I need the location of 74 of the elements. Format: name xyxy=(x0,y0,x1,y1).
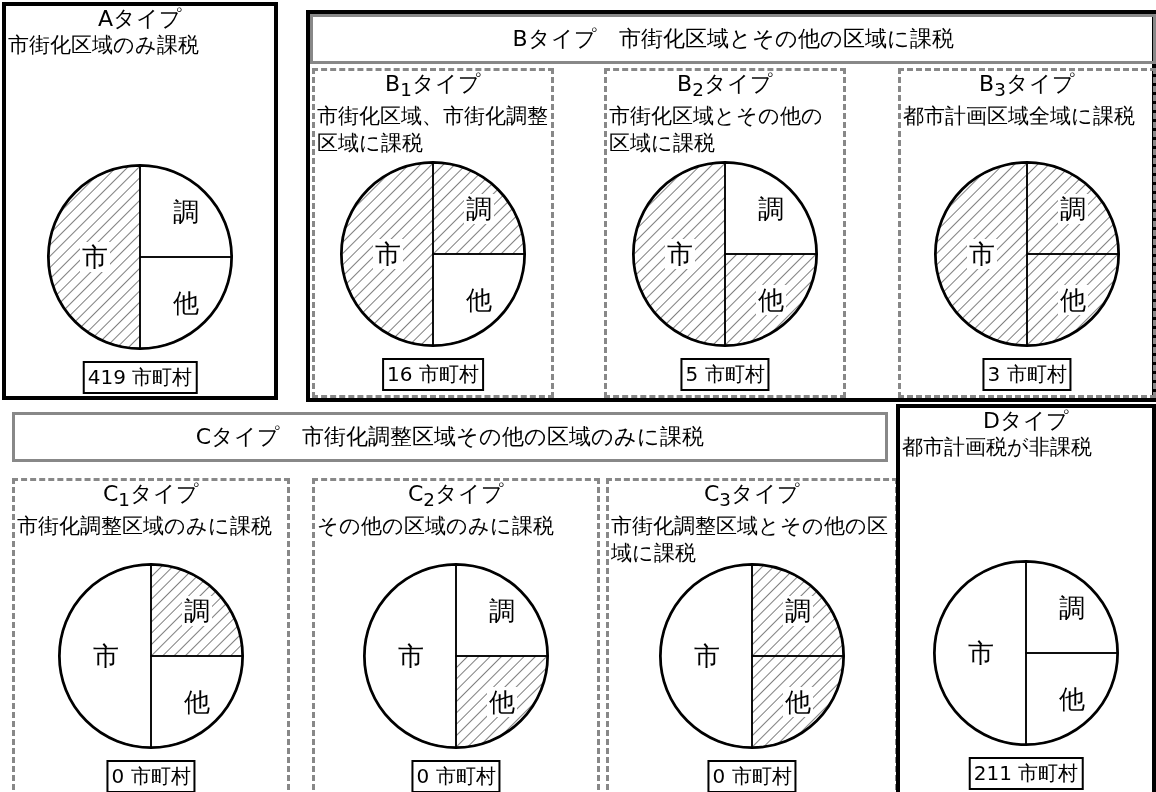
type-heading: C$_{2}$タイプ xyxy=(406,481,505,513)
pie-sector xyxy=(1026,562,1117,653)
description-text: 市街化区域とその他の区域に課税 xyxy=(609,103,824,158)
sector-label: 市 xyxy=(372,239,403,269)
panel-frame xyxy=(604,68,846,398)
count-label: 0 市町村 xyxy=(106,760,196,792)
hatched-sector xyxy=(456,656,547,747)
description-text: 市街化区域のみ課税 xyxy=(8,32,200,59)
count-label: 0 市町村 xyxy=(707,760,797,792)
pie-circle xyxy=(363,563,549,749)
hatched-sector xyxy=(752,565,843,656)
hatched-sector xyxy=(49,166,140,348)
pie-circle xyxy=(340,161,526,347)
hatched-sector xyxy=(342,163,433,345)
description-text: その他の区域のみに課税 xyxy=(317,513,555,541)
sector-label: 調 xyxy=(170,196,201,227)
sector-label: 調 xyxy=(486,595,517,626)
header-bar: Cタイプ 市街化調整区域その他の区域のみに課税 xyxy=(12,412,888,462)
panel-frame xyxy=(306,10,1156,402)
hatched-sector xyxy=(151,565,242,656)
pie-circle xyxy=(58,563,244,749)
hatched-sector xyxy=(1027,254,1118,345)
sector-label: 調 xyxy=(1056,592,1087,623)
count-label: 419 市町村 xyxy=(82,361,198,394)
hatched-sector xyxy=(752,656,843,747)
sector-label: 市 xyxy=(691,641,722,671)
sector-label: 市 xyxy=(90,641,121,671)
type-heading: Dタイプ xyxy=(982,408,1070,434)
sector-label: 調 xyxy=(755,193,786,224)
hatched-sector xyxy=(433,163,524,254)
pie-circle xyxy=(933,560,1119,746)
panel-frame xyxy=(12,478,290,792)
description-text: 市街化調整区域のみに課税 xyxy=(17,513,273,541)
hatched-sector xyxy=(725,254,816,345)
sector-label: 市 xyxy=(966,239,997,269)
pie-sector xyxy=(433,254,524,345)
pie-sector xyxy=(935,562,1026,744)
type-heading: B$_{1}$タイプ xyxy=(384,71,482,103)
type-heading: C$_{1}$タイプ xyxy=(101,481,200,513)
pie-sector xyxy=(1026,653,1117,744)
sector-label: 市 xyxy=(79,242,110,272)
count-label: 16 市町村 xyxy=(382,358,484,391)
pie-circle xyxy=(934,161,1120,347)
type-heading: B$_{2}$タイプ xyxy=(676,71,774,103)
count-label: 211 市町村 xyxy=(968,757,1084,790)
sector-label: 市 xyxy=(395,641,426,671)
pie-circle xyxy=(632,161,818,347)
panel-frame xyxy=(606,478,898,792)
type-heading: B$_{3}$タイプ xyxy=(978,71,1076,103)
description-text: 市街化区域、市街化調整区域に課税 xyxy=(317,103,549,158)
description-text: 市街化調整区域とその他の区域に課税 xyxy=(611,513,889,568)
description-text: 都市計画区域全域に課税 xyxy=(903,103,1136,131)
count-label: 0 市町村 xyxy=(411,760,501,792)
hatched-sector xyxy=(936,163,1027,345)
pie-sector xyxy=(151,656,242,747)
panel-frame xyxy=(312,478,600,792)
count-label: 5 市町村 xyxy=(680,358,770,391)
header-bar: Bタイプ 市街化区域とその他の区域に課税 xyxy=(310,14,1156,64)
description-text: 都市計画税が非課税 xyxy=(902,434,1093,461)
panel-frame xyxy=(2,2,278,400)
pie-sector xyxy=(140,166,231,257)
panel-frame xyxy=(312,68,554,398)
type-heading: C$_{3}$タイプ xyxy=(702,481,801,513)
panel-frame xyxy=(898,68,1156,398)
pie-circle xyxy=(659,563,845,749)
panel-frame xyxy=(896,404,1156,792)
hatched-sector xyxy=(634,163,725,345)
sector-label: 市 xyxy=(664,239,695,269)
hatched-sector xyxy=(1027,163,1118,254)
type-heading: Aタイプ xyxy=(96,6,184,32)
sector-label: 市 xyxy=(965,638,996,668)
count-label: 3 市町村 xyxy=(982,358,1072,391)
pie-circle xyxy=(47,164,233,350)
pie-sector xyxy=(140,257,231,348)
